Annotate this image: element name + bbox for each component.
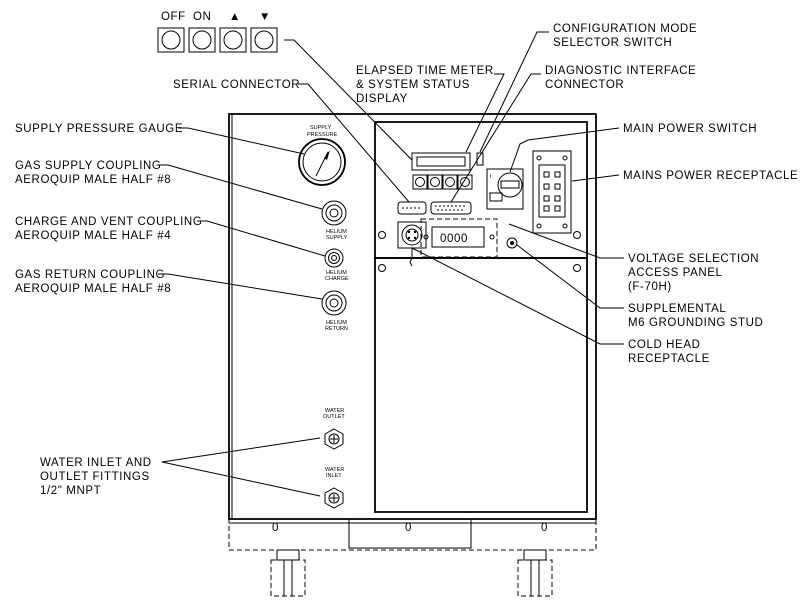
elapsed-time-display bbox=[411, 152, 471, 171]
svg-text:0: 0 bbox=[541, 522, 548, 534]
gauge-label-line2: PRESSURE bbox=[307, 132, 338, 138]
svg-text:RECEPTACLE: RECEPTACLE bbox=[628, 353, 710, 365]
voltage-display-digits: 0000 bbox=[440, 233, 468, 245]
up-button-label: ▲ bbox=[229, 11, 241, 23]
callout-diagnostic: DIAGNOSTIC INTERFACE CONNECTOR bbox=[545, 65, 696, 91]
right-caster bbox=[517, 549, 553, 597]
down-button[interactable] bbox=[250, 27, 278, 53]
lower-access-panel bbox=[374, 257, 588, 513]
callout-grounding: SUPPLEMENTAL M6 GROUNDING STUD bbox=[628, 303, 763, 329]
cabinet-base: 0 0 0 bbox=[228, 518, 597, 551]
svg-text:ACCESS PANEL: ACCESS PANEL bbox=[628, 267, 723, 279]
water-outlet-fitting[interactable]: WATER OUTLET bbox=[323, 408, 345, 450]
off-button[interactable] bbox=[157, 27, 185, 53]
callout-gas-supply: GAS SUPPLY COUPLING AEROQUIP MALE HALF #… bbox=[15, 160, 171, 186]
svg-text:ELAPSED TIME METER: ELAPSED TIME METER bbox=[356, 65, 494, 77]
svg-text:SUPPLEMENTAL: SUPPLEMENTAL bbox=[628, 303, 726, 315]
svg-text:SUPPLY PRESSURE GAUGE: SUPPLY PRESSURE GAUGE bbox=[15, 123, 183, 135]
helium-supply-coupling[interactable]: HELIUM SUPPLY bbox=[321, 200, 348, 241]
panel-button-2[interactable] bbox=[427, 174, 443, 190]
panel-buttons bbox=[412, 174, 473, 190]
water-inlet-label-line2: INLET bbox=[326, 473, 342, 479]
svg-text:CONFIGURATION MODE: CONFIGURATION MODE bbox=[553, 23, 697, 35]
helium-return-coupling[interactable]: HELIUM RETURN bbox=[321, 290, 348, 332]
svg-text:0: 0 bbox=[272, 522, 279, 534]
svg-text:SERIAL CONNECTOR: SERIAL CONNECTOR bbox=[173, 79, 300, 91]
panel-button-1[interactable] bbox=[412, 174, 428, 190]
diagnostic-interface-connector[interactable] bbox=[430, 201, 472, 215]
svg-text:OUTLET FITTINGS: OUTLET FITTINGS bbox=[40, 471, 150, 483]
callout-supply-pressure: SUPPLY PRESSURE GAUGE bbox=[15, 123, 183, 135]
off-button-label: OFF bbox=[161, 11, 186, 23]
svg-text:DISPLAY: DISPLAY bbox=[356, 93, 408, 105]
svg-text:MAINS POWER RECEPTACLE: MAINS POWER RECEPTACLE bbox=[623, 170, 798, 182]
callout-gas-return: GAS RETURN COUPLING AEROQUIP MALE HALF #… bbox=[15, 269, 171, 295]
helium-supply-label-line2: SUPPLY bbox=[326, 235, 348, 241]
callout-elapsed-time: ELAPSED TIME METER & SYSTEM STATUS DISPL… bbox=[356, 65, 494, 105]
callout-water-fittings: WATER INLET AND OUTLET FITTINGS 1/2" MNP… bbox=[40, 457, 152, 497]
callout-configuration-mode: CONFIGURATION MODE SELECTOR SWITCH bbox=[553, 23, 697, 49]
up-button[interactable] bbox=[219, 27, 247, 53]
svg-text:SELECTOR SWITCH: SELECTOR SWITCH bbox=[553, 37, 672, 49]
main-power-switch[interactable]: I bbox=[486, 168, 524, 210]
callout-mains-receptacle: MAINS POWER RECEPTACLE bbox=[623, 170, 798, 182]
down-button-label: ▼ bbox=[259, 11, 271, 23]
callout-serial: SERIAL CONNECTOR bbox=[173, 79, 300, 91]
helium-return-label-line2: RETURN bbox=[325, 326, 348, 332]
svg-text:& SYSTEM STATUS: & SYSTEM STATUS bbox=[356, 79, 470, 91]
mains-power-receptacle[interactable] bbox=[532, 150, 572, 234]
helium-return-label-line1: HELIUM bbox=[326, 320, 347, 326]
svg-text:COLD HEAD: COLD HEAD bbox=[628, 339, 701, 351]
leader-lines bbox=[158, 31, 624, 497]
svg-text:I: I bbox=[490, 174, 492, 180]
panel-button-3[interactable] bbox=[442, 174, 458, 190]
control-buttons: OFF ON ▲ ▼ bbox=[157, 11, 278, 53]
cold-head-receptacle[interactable] bbox=[397, 221, 427, 249]
svg-text:DIAGNOSTIC INTERFACE: DIAGNOSTIC INTERFACE bbox=[545, 65, 696, 77]
water-outlet-label-line2: OUTLET bbox=[323, 414, 345, 420]
gauge-label-line1: SUPPLY bbox=[310, 125, 332, 131]
callout-voltage-selection: VOLTAGE SELECTION ACCESS PANEL (F-70H) bbox=[628, 253, 759, 293]
svg-text:MAIN POWER SWITCH: MAIN POWER SWITCH bbox=[623, 123, 757, 135]
configuration-mode-switch[interactable] bbox=[476, 152, 484, 166]
helium-charge-label-line1: HELIUM bbox=[326, 270, 347, 276]
svg-text:CONNECTOR: CONNECTOR bbox=[545, 79, 624, 91]
svg-text:M6 GROUNDING STUD: M6 GROUNDING STUD bbox=[628, 317, 763, 329]
svg-text:AEROQUIP MALE HALF #8: AEROQUIP MALE HALF #8 bbox=[15, 283, 171, 295]
helium-charge-label-line2: CHARGE bbox=[325, 276, 349, 282]
svg-text:CHARGE AND VENT COUPLING: CHARGE AND VENT COUPLING bbox=[15, 216, 202, 228]
callout-cold-head: COLD HEAD RECEPTACLE bbox=[628, 339, 710, 365]
grounding-stud bbox=[506, 237, 518, 249]
svg-text:VOLTAGE SELECTION: VOLTAGE SELECTION bbox=[628, 253, 759, 265]
panel-button-4[interactable] bbox=[457, 174, 473, 190]
water-inlet-label-line1: WATER bbox=[325, 467, 344, 473]
svg-text:0: 0 bbox=[405, 522, 412, 534]
svg-text:AEROQUIP MALE HALF #8: AEROQUIP MALE HALF #8 bbox=[15, 174, 171, 186]
water-inlet-fitting[interactable]: WATER INLET bbox=[324, 467, 344, 509]
svg-text:AEROQUIP MALE HALF #4: AEROQUIP MALE HALF #4 bbox=[15, 230, 171, 242]
svg-text:(F-70H): (F-70H) bbox=[628, 281, 672, 293]
supply-pressure-gauge: SUPPLY PRESSURE bbox=[298, 125, 346, 186]
water-outlet-label-line1: WATER bbox=[325, 408, 344, 414]
on-button[interactable] bbox=[188, 27, 216, 53]
helium-charge-coupling[interactable]: HELIUM CHARGE bbox=[324, 248, 349, 282]
callout-main-power: MAIN POWER SWITCH bbox=[623, 123, 757, 135]
svg-text:WATER INLET AND: WATER INLET AND bbox=[40, 457, 152, 469]
on-button-label: ON bbox=[193, 11, 211, 23]
left-caster bbox=[270, 549, 306, 597]
svg-text:1/2" MNPT: 1/2" MNPT bbox=[40, 485, 101, 497]
helium-supply-label-line1: HELIUM bbox=[326, 229, 347, 235]
svg-text:GAS SUPPLY COUPLING: GAS SUPPLY COUPLING bbox=[15, 160, 161, 172]
serial-connector[interactable] bbox=[397, 201, 427, 215]
callout-charge-vent: CHARGE AND VENT COUPLING AEROQUIP MALE H… bbox=[15, 216, 202, 242]
svg-text:GAS RETURN COUPLING: GAS RETURN COUPLING bbox=[15, 269, 165, 281]
voltage-selection-access-panel[interactable]: 0000 bbox=[420, 218, 498, 258]
panel-screws bbox=[378, 231, 581, 272]
